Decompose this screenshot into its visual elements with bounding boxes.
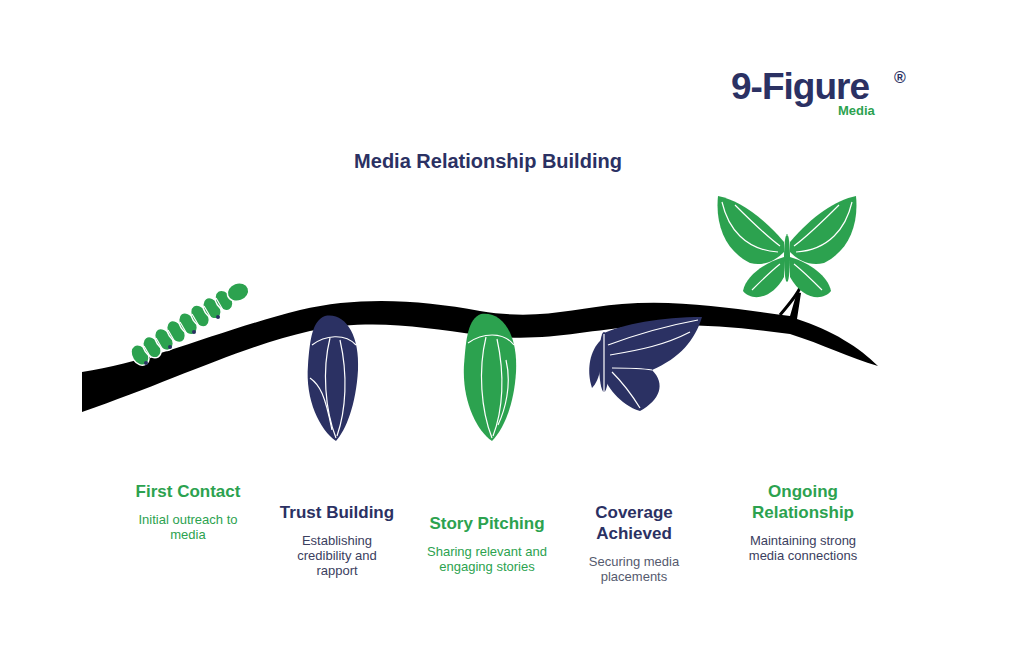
leg	[192, 330, 196, 334]
stage-heading: Ongoing Relationship	[748, 481, 858, 523]
wing-line	[735, 205, 780, 246]
chrysalis-line	[493, 339, 502, 436]
wing-line	[794, 264, 822, 290]
stage-description: Establishing credibility and rapport	[285, 533, 389, 578]
leg	[168, 345, 172, 349]
stage-node: Coverage AchievedSecuring media placemen…	[579, 502, 689, 584]
stripe	[144, 346, 151, 358]
stage-heading: First Contact	[113, 481, 263, 502]
registered-mark: ®	[894, 70, 906, 86]
chrysalis-line	[337, 340, 345, 436]
caterpillar-head	[225, 280, 252, 304]
wing-line	[722, 202, 778, 252]
stage-heading: Trust Building	[272, 502, 402, 523]
body	[599, 332, 609, 392]
stage-heading: Story Pitching	[412, 513, 562, 534]
chrysalis-line	[468, 335, 514, 345]
leg	[144, 361, 148, 365]
stage-node: First ContactInitial outreach to media	[113, 481, 263, 542]
chrysalis-line	[481, 337, 492, 438]
wing	[790, 257, 831, 297]
caterpillar	[127, 280, 251, 369]
butterfly	[718, 196, 857, 297]
stage-description: Initial outreach to media	[128, 512, 248, 542]
wing	[601, 317, 702, 411]
wing	[718, 196, 784, 264]
wing	[743, 257, 784, 297]
stage-description: Securing media placements	[584, 554, 684, 584]
wing	[790, 196, 856, 264]
stage-node: Story PitchingSharing relevant and engag…	[412, 513, 562, 574]
twig	[780, 288, 800, 315]
caterpillar-stripes	[144, 298, 223, 358]
stage-description: Sharing relevant and engaging stories	[417, 544, 557, 574]
brand-name: 9-Figure	[731, 68, 869, 105]
stage-node: Ongoing RelationshipMaintaining strong m…	[733, 481, 873, 563]
antenna	[788, 216, 802, 236]
chrysalis-lines	[310, 337, 356, 438]
wing-line	[612, 368, 652, 370]
wing-line	[610, 332, 690, 355]
stripe	[216, 298, 223, 310]
brand-subtitle: Media	[838, 104, 875, 117]
wing-line	[603, 334, 604, 392]
wing-line	[794, 205, 839, 246]
chrysalis-line	[312, 337, 356, 345]
stage-description: Maintaining strong media connections	[738, 533, 868, 563]
stage-node: Trust BuildingEstablishing credibility a…	[272, 502, 402, 578]
stripe	[204, 306, 211, 318]
stripe	[168, 330, 175, 342]
chrysalis-line	[498, 360, 508, 425]
antenna	[772, 216, 786, 236]
stripe	[156, 338, 163, 350]
butterfly-lines	[722, 202, 852, 290]
body	[784, 234, 790, 282]
chrysalis-lines	[468, 335, 514, 438]
chrysalis-line	[310, 378, 332, 430]
leg	[216, 315, 220, 319]
stripe	[192, 314, 199, 326]
wing-line	[608, 320, 698, 345]
wing-line	[612, 372, 640, 408]
wing-lines	[604, 320, 698, 408]
emerging-butterfly	[589, 317, 702, 411]
diagram-title: Media Relationship Building	[354, 150, 622, 173]
wing-line	[752, 264, 780, 290]
chrysalis	[464, 314, 516, 441]
stripe	[180, 322, 187, 334]
caterpillar-legs	[144, 315, 220, 365]
wing-line	[796, 202, 852, 252]
stage-heading: Coverage Achieved	[584, 502, 684, 544]
chrysalis	[308, 316, 359, 441]
